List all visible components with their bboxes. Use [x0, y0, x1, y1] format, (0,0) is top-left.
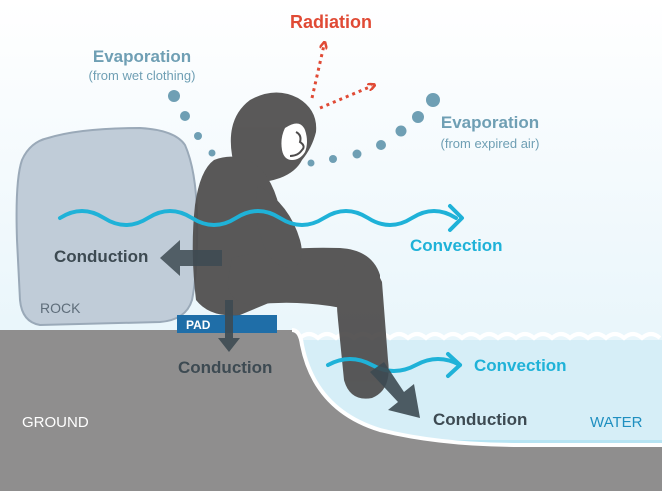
- pad-label: PAD: [186, 318, 211, 332]
- convection-air-wave: [58, 209, 458, 227]
- ground: [0, 330, 662, 491]
- rock-label: ROCK: [40, 300, 81, 316]
- evaporation-dots-right: [307, 93, 440, 167]
- person-arm: [255, 185, 302, 268]
- conduction-water-arrow: [370, 362, 420, 418]
- convection-air-label: Convection: [410, 236, 503, 255]
- water-label: WATER: [590, 414, 643, 431]
- conduction-rock-label: Conduction: [54, 247, 148, 266]
- conduction-water-label: Conduction: [433, 410, 527, 429]
- ground-edge-highlight: [291, 328, 662, 447]
- evaporation-right-label: Evaporation: [441, 113, 539, 132]
- convection-water-label: Convection: [474, 356, 567, 375]
- conduction-pad-arrow: [218, 300, 240, 352]
- person-face-profile: [289, 131, 305, 157]
- convection-water-wave: [326, 357, 462, 373]
- convection-air-arrowhead: [448, 204, 464, 232]
- evaporation-right-sublabel: (from expired air): [441, 136, 540, 151]
- evaporation-left-sublabel: (from wet clothing): [89, 68, 196, 83]
- radiation-label: Radiation: [290, 12, 372, 32]
- convection-water-arrowhead: [446, 352, 462, 378]
- radiation-arrows: [310, 45, 372, 110]
- evaporation-dots-left: [168, 90, 216, 157]
- conduction-rock-arrow: [160, 240, 222, 276]
- conduction-pad-label: Conduction: [178, 358, 272, 377]
- ground-label: GROUND: [22, 414, 89, 431]
- evaporation-left-label: Evaporation: [93, 47, 191, 66]
- rock: [15, 126, 199, 327]
